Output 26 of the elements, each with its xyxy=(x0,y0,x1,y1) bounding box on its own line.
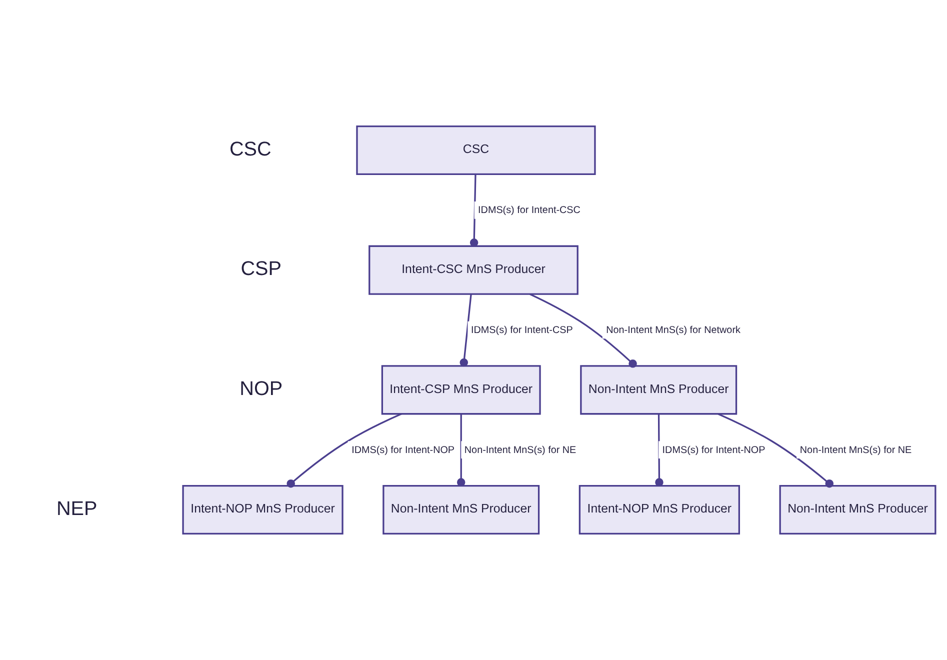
node-box: Intent-CSC MnS Producer xyxy=(368,245,578,295)
node-box: CSC xyxy=(356,125,596,176)
connector xyxy=(456,414,466,486)
connector xyxy=(655,414,664,486)
connector xyxy=(460,294,472,367)
node-box: Non-Intent MnS Producer xyxy=(779,484,936,535)
connector xyxy=(529,293,637,368)
edge-label: Non-Intent MnS(s) for NE xyxy=(800,444,912,456)
connector xyxy=(470,174,478,247)
label: CSP xyxy=(240,258,282,280)
edge-label: IDMS(s) for Intent-CSC xyxy=(478,205,580,216)
node-box: Non-Intent MnS Producer xyxy=(382,484,540,535)
node-box: Intent-CSP MnS Producer xyxy=(381,365,541,415)
label: CSC xyxy=(229,138,272,160)
connector xyxy=(286,413,402,488)
edge-label: Non-Intent MnS(s) for Network xyxy=(606,324,740,336)
node-box: Intent-NOP MnS Producer xyxy=(182,484,344,535)
node-box: Intent-NOP MnS Producer xyxy=(578,484,740,535)
edge-label: IDMS(s) for Intent-CSP xyxy=(471,324,573,336)
node-box: Non-Intent MnS Producer xyxy=(580,365,738,415)
connector xyxy=(718,413,834,488)
edge-label: Non-Intent MnS(s) for NE xyxy=(464,444,576,456)
edge-label: IDMS(s) for Intent-NOP xyxy=(352,444,455,456)
label: NEP xyxy=(56,498,98,520)
label: NOP xyxy=(240,378,283,400)
edge-label: IDMS(s) for Intent-NOP xyxy=(662,444,766,456)
